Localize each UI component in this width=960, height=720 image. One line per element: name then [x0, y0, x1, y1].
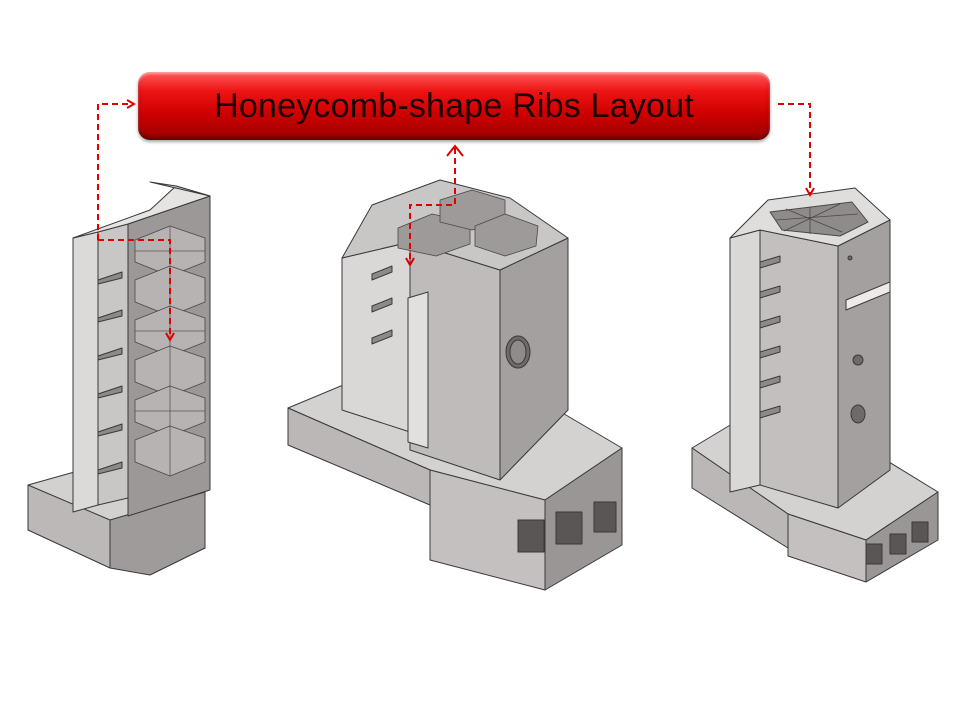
title-banner: Honeycomb-shape Ribs Layout: [138, 72, 770, 140]
middle-arrow: [410, 148, 456, 265]
left-arrow: [97, 104, 134, 240]
right-column-part: [691, 187, 939, 583]
left-arrow-lower: [98, 239, 170, 340]
callout-arrows: [97, 103, 810, 340]
slender-column-part: [27, 181, 211, 576]
right-arrow: [778, 103, 810, 195]
wide-base-column-part: [287, 179, 623, 591]
middle-arrow-up-head: [446, 144, 464, 157]
banner-title: Honeycomb-shape Ribs Layout: [214, 86, 694, 125]
